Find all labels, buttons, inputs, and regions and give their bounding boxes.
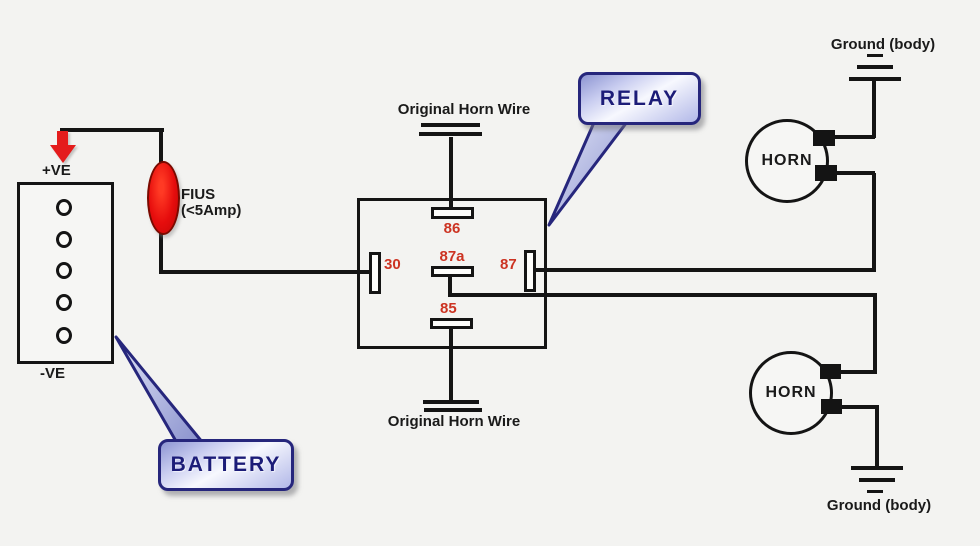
positive-feed-arrowhead-icon: [50, 145, 76, 163]
battery-callout: BATTERY: [158, 439, 294, 491]
wire-ground-top-drop: [872, 80, 876, 138]
ground-top-symbol-icon: [849, 77, 901, 81]
relay-terminal-87: [524, 250, 536, 292]
relay-terminal-85: [430, 318, 473, 329]
relay-terminal-87a: [431, 266, 474, 277]
wire-horn-top-upper-terminal: [835, 135, 875, 139]
relay-callout-pointer: [547, 116, 632, 227]
battery-cell-icon: [56, 199, 72, 216]
battery-positive-label: +VE: [42, 162, 71, 179]
relay-body: [357, 198, 547, 349]
wire-fuse-to-relay-30: [159, 270, 372, 274]
ground-top-label: Ground (body): [830, 36, 936, 53]
wire-horn-top-lower-terminal: [835, 171, 875, 175]
wire-horn-bottom-lower-terminal: [840, 405, 879, 409]
relay-terminal-86: [431, 207, 474, 219]
battery-cell-icon: [56, 231, 72, 248]
ground-top-symbol-icon: [857, 65, 893, 69]
original-horn-wire-bottom-label: Original Horn Wire: [387, 413, 521, 430]
horn-wire-connector-bottom-icon: [424, 408, 482, 412]
horn-top-label: HORN: [761, 152, 813, 169]
fuse-label: FIUS (<5Amp): [181, 187, 241, 219]
wire-87-to-horn-top: [533, 268, 876, 272]
wire-87a-to-horn-bottom: [448, 293, 877, 297]
terminal-87a-label: 87a: [439, 248, 465, 265]
terminal-86-label: 86: [443, 220, 461, 237]
battery-cell-icon: [56, 262, 72, 279]
original-horn-wire-top-label: Original Horn Wire: [397, 101, 531, 118]
battery-cell-icon: [56, 327, 72, 344]
horn-bottom-label: HORN: [765, 384, 817, 401]
relay-callout-label: RELAY: [599, 86, 680, 110]
wire-ground-bottom-drop: [875, 405, 879, 468]
relay-terminal-30: [369, 252, 381, 294]
wire-85-to-hornwire-bottom: [449, 328, 453, 402]
battery-callout-label: BATTERY: [170, 453, 282, 476]
wire-horn-top-riser: [872, 173, 876, 272]
horn-top-terminal-icon: [815, 165, 837, 181]
ground-bottom-symbol-icon: [851, 466, 903, 470]
terminal-30-label: 30: [384, 256, 401, 273]
ground-bottom-symbol-icon: [867, 490, 883, 493]
fuse-rating: (<5Amp): [181, 202, 242, 219]
horn-wire-connector-bottom-icon: [423, 400, 479, 404]
horn-wire-connector-top-icon: [419, 132, 482, 136]
horn-top-terminal-icon: [813, 130, 835, 146]
wire-hornwire-top-to-86: [449, 137, 453, 210]
positive-feed-arrow-icon: [57, 131, 68, 148]
horn-bottom-terminal-icon: [820, 364, 841, 379]
terminal-85-label: 85: [440, 300, 457, 317]
wire-horn-bottom-upper-terminal: [838, 370, 877, 374]
horn-wire-connector-top-icon: [421, 123, 480, 127]
wire-horn-bottom-drop: [873, 293, 877, 373]
battery-cell-icon: [56, 294, 72, 311]
relay-callout: RELAY: [578, 72, 701, 125]
wire-battery-to-fuse: [60, 128, 164, 132]
fuse-name: FIUS: [181, 186, 216, 203]
battery-negative-label: -VE: [40, 365, 66, 382]
fuse-icon: [147, 161, 180, 235]
horn-bottom-terminal-icon: [821, 399, 842, 414]
ground-bottom-label: Ground (body): [826, 497, 932, 514]
ground-top-symbol-icon: [867, 54, 883, 57]
wire-87a-drop: [448, 277, 452, 297]
ground-bottom-symbol-icon: [859, 478, 895, 482]
terminal-87-label: 87: [500, 256, 517, 273]
battery-callout-pointer: [114, 335, 205, 445]
horn-bottom: HORN: [749, 351, 833, 435]
